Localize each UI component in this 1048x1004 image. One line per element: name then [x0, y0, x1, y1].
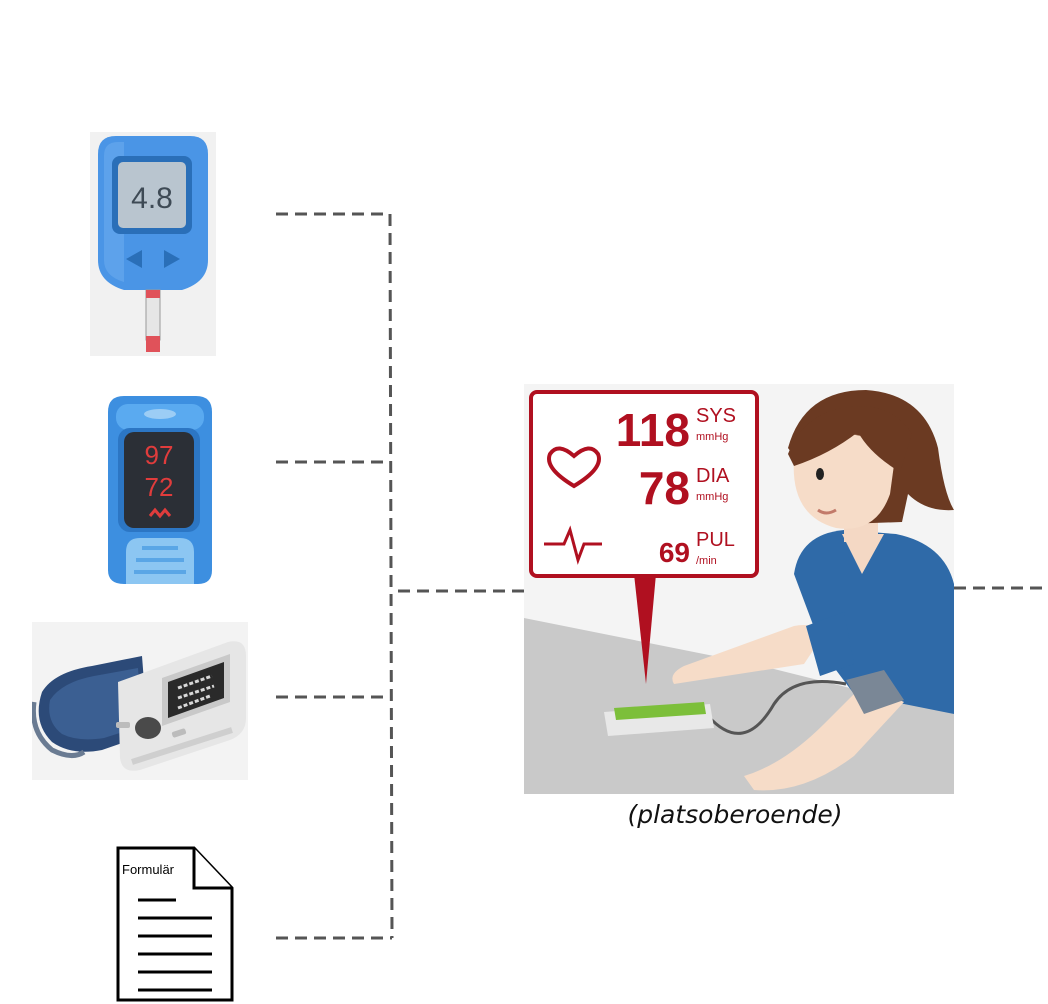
sys-unit: mmHg: [696, 431, 728, 443]
spo2-reading: 97: [145, 440, 174, 470]
bp-measurement-illustration: 118 SYS mmHg 78 DIA mmHg 69 PUL /min: [524, 384, 954, 794]
sys-value: 118: [616, 404, 690, 456]
dia-value: 78: [639, 462, 690, 514]
bp-monitor-icon: [32, 622, 248, 780]
form-document-icon: Formulär: [116, 846, 234, 1002]
pul-unit: /min: [696, 555, 717, 567]
sys-label: SYS: [696, 405, 736, 427]
glucose-meter-icon: 4.8: [90, 132, 216, 356]
glucose-reading: 4.8: [131, 182, 173, 215]
form-label: Formulär: [122, 862, 175, 877]
pulse-reading: 72: [145, 472, 174, 502]
dia-unit: mmHg: [696, 491, 728, 503]
pul-value: 69: [659, 537, 690, 568]
pul-label: PUL: [696, 529, 735, 551]
pulse-oximeter-icon: 97 72: [108, 396, 212, 584]
dia-label: DIA: [696, 465, 730, 487]
connector-trunk: [388, 213, 394, 939]
illustration-caption: (platsoberoende): [627, 800, 843, 829]
